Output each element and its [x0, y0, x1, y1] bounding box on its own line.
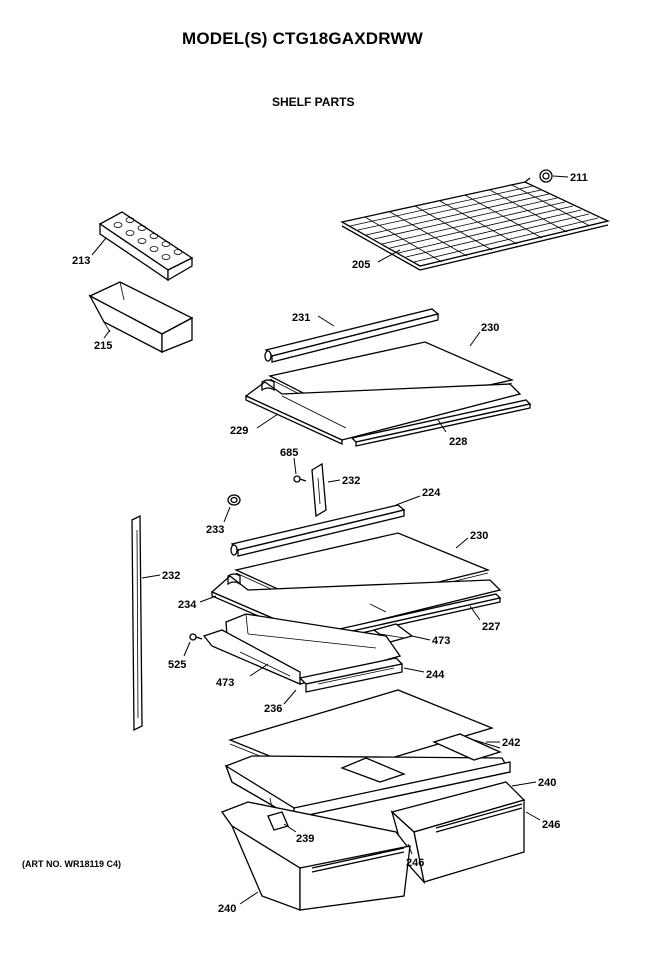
callout-244: 244: [426, 669, 445, 681]
part-231-trim: [264, 308, 440, 363]
callout-224: 224: [422, 487, 441, 499]
callout-236: 236: [264, 703, 282, 715]
part-205-wire-shelf: [340, 177, 610, 271]
callout-232-short: 232: [342, 475, 360, 487]
callout-231: 231: [292, 312, 310, 324]
art-number: (ART NO. WR18119 C4): [22, 859, 122, 869]
callout-228: 228: [449, 436, 467, 448]
part-224-trim: [230, 504, 406, 557]
callout-242: 242: [502, 737, 520, 749]
part-525-screw: [189, 633, 203, 641]
part-211-stop: [539, 169, 553, 183]
model-title: MODEL(S) CTG18GAXDRWW: [182, 29, 423, 48]
callout-473-left: 473: [216, 677, 234, 689]
callout-211: 211: [570, 172, 588, 184]
section-title: SHELF PARTS: [272, 95, 355, 109]
callout-685: 685: [280, 447, 298, 459]
callout-213: 213: [72, 255, 90, 267]
part-232-bracket-long: [131, 514, 143, 732]
part-228-rail: [350, 399, 532, 447]
part-244-cover: [298, 657, 404, 693]
callout-233: 233: [206, 524, 224, 536]
part-685-screw: [293, 475, 307, 483]
part-213-egg-tray: [98, 211, 194, 282]
part-240-drawer-left: [220, 801, 412, 911]
part-239-damper: [267, 811, 289, 831]
callout-232-long: 232: [162, 570, 180, 582]
part-crisper-frame: [224, 733, 512, 820]
callout-246-left: 246: [406, 857, 424, 869]
part-215-door-bin: [88, 281, 194, 354]
callout-230-middle: 230: [470, 530, 488, 542]
part-233-stop: [227, 494, 241, 506]
callout-240-left: 240: [218, 903, 236, 915]
part-229-frame: [244, 379, 522, 446]
callout-525: 525: [168, 659, 186, 671]
callout-229: 229: [230, 425, 248, 437]
part-232-bracket-short: [311, 462, 327, 518]
callout-215: 215: [94, 340, 112, 352]
callout-205: 205: [352, 259, 370, 271]
callout-234: 234: [178, 599, 197, 611]
callout-239: 239: [296, 833, 314, 845]
callout-246-right: 246: [542, 819, 560, 831]
callout-230-upper: 230: [481, 322, 499, 334]
callout-473-right: 473: [432, 635, 450, 647]
callout-240-right: 240: [538, 777, 556, 789]
callout-227: 227: [482, 621, 500, 633]
